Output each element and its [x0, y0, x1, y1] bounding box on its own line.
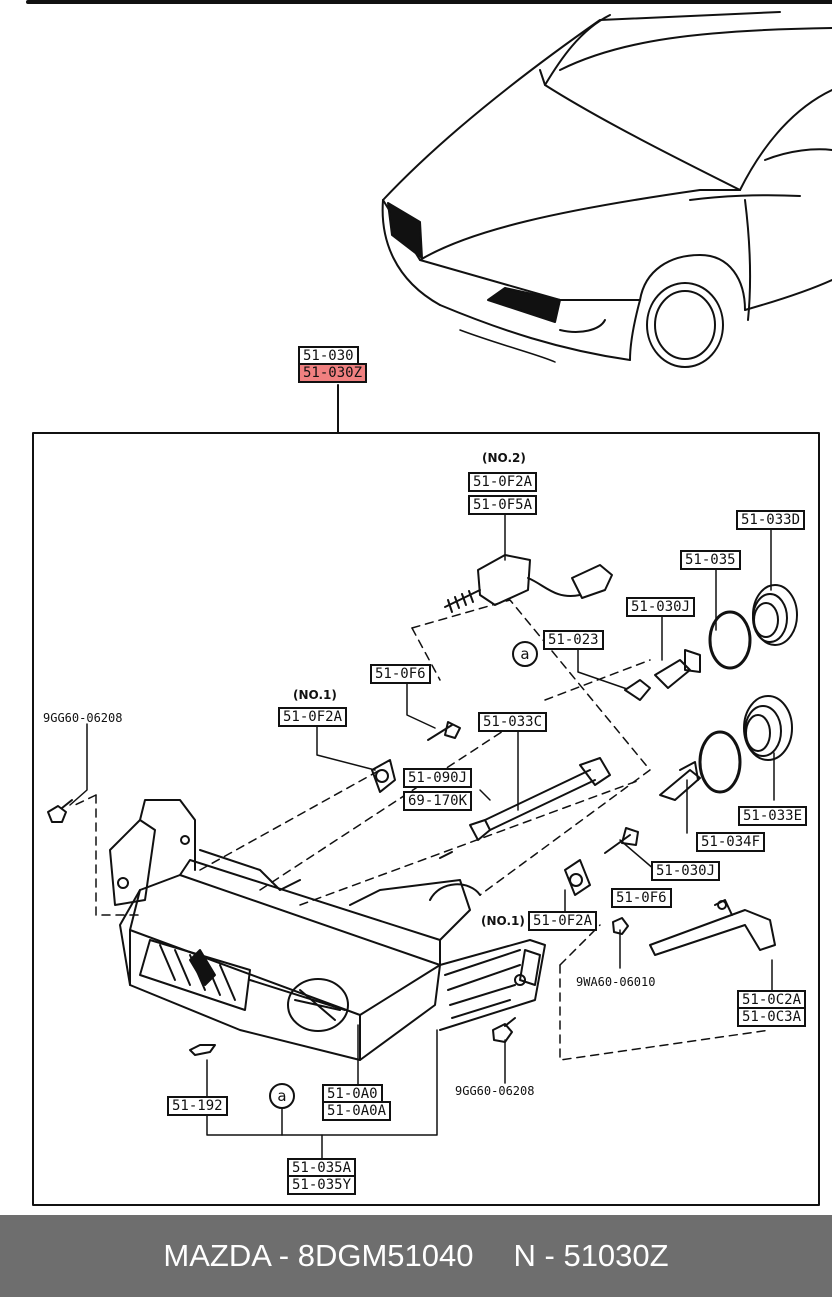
screw-0F6-top [427, 721, 461, 741]
part-label-51-0F2A-bottom[interactable]: 51-0F2A [528, 911, 598, 931]
part-label-51-035Y[interactable]: 51-035Y [287, 1175, 357, 1195]
clip-51-192 [189, 1044, 216, 1056]
socket-bulb-bottom [659, 761, 701, 801]
footer-brand: MAZDA - 8DGM51040 [163, 1238, 474, 1273]
part-label-51-0F6-top[interactable]: 51-0F6 [370, 664, 431, 684]
part-label-51-0C3A[interactable]: 51-0C3A [737, 1007, 807, 1027]
part-label-51-192[interactable]: 51-192 [167, 1096, 228, 1116]
bolt-label-bottom[interactable]: 9GG60-06208 [455, 1084, 535, 1098]
diagram-canvas [26, 0, 832, 1206]
oring-035 [708, 610, 752, 670]
leader-lines [69, 514, 775, 1159]
nut-9WA60 [612, 917, 629, 935]
part-label-51-0F5A[interactable]: 51-0F5A [468, 495, 538, 515]
callout-no2: (NO.2) [482, 451, 526, 465]
part-label-51-0A0[interactable]: 51-0A0 [322, 1084, 383, 1102]
part-label-51-033C[interactable]: 51-033C [478, 712, 548, 732]
dashed-guides [74, 599, 771, 1061]
part-label-51-034F[interactable]: 51-034F [696, 832, 766, 852]
part-label-69-170K[interactable]: 69-170K [403, 791, 473, 811]
part-label-51-0C2A[interactable]: 51-0C2A [737, 990, 807, 1008]
part-label-51-090J[interactable]: 51-090J [403, 768, 473, 788]
part-label-51-033D[interactable]: 51-033D [736, 510, 806, 530]
headlamp-assembly [109, 799, 546, 1061]
part-label-51-0F6-bottom[interactable]: 51-0F6 [611, 888, 672, 908]
part-label-51-035A[interactable]: 51-035A [287, 1158, 357, 1176]
footer-code: N - 51030Z [513, 1238, 669, 1273]
bolt-label-left[interactable]: 9GG60-06208 [43, 711, 123, 725]
part-label-51-030J-top[interactable]: 51-030J [626, 597, 696, 617]
callout-no1-right: (NO.1) [481, 914, 525, 928]
cap-033D [752, 584, 798, 646]
callout-no1-left: (NO.1) [293, 688, 337, 702]
screw-0F6-bottom [604, 827, 639, 854]
footer-banner: MAZDA - 8DGM51040 N - 51030Z [0, 1215, 832, 1297]
part-label-51-023[interactable]: 51-023 [543, 630, 604, 650]
socket-bulb-top [624, 649, 701, 701]
part-label-51-030J-bottom[interactable]: 51-030J [651, 861, 721, 881]
clip-0F2A-left [371, 759, 396, 793]
part-label-51-0A0A[interactable]: 51-0A0A [322, 1101, 392, 1121]
car-illustration [381, 11, 832, 368]
cap-033E [743, 695, 793, 761]
ref-marker-a-top: a [512, 641, 538, 667]
headlamp-right-on-car [487, 287, 561, 323]
assembly-frame [32, 432, 820, 1206]
part-label-51-0F2A-top[interactable]: 51-0F2A [468, 472, 538, 492]
wire-69-170K [439, 851, 453, 859]
bolt-bottom [492, 1017, 516, 1043]
headlamp-left-on-car [387, 202, 423, 259]
part-label-51-030Z[interactable]: 51-030Z [298, 363, 368, 383]
part-label-51-0F2A-left[interactable]: 51-0F2A [278, 707, 348, 727]
part-label-51-033E[interactable]: 51-033E [738, 806, 808, 826]
bolt-left [47, 799, 73, 823]
nut-label[interactable]: 9WA60-06010 [576, 975, 656, 989]
oring-034F [698, 730, 742, 794]
bracket-0C2A [649, 899, 776, 956]
actuator-rod [469, 757, 611, 841]
part-label-51-030[interactable]: 51-030 [298, 346, 359, 364]
part-label-51-035[interactable]: 51-035 [680, 550, 741, 570]
clip-0F2A-bottom [564, 859, 591, 896]
leveling-motor-no2 [444, 554, 613, 613]
ref-marker-a-bottom: a [269, 1083, 295, 1109]
